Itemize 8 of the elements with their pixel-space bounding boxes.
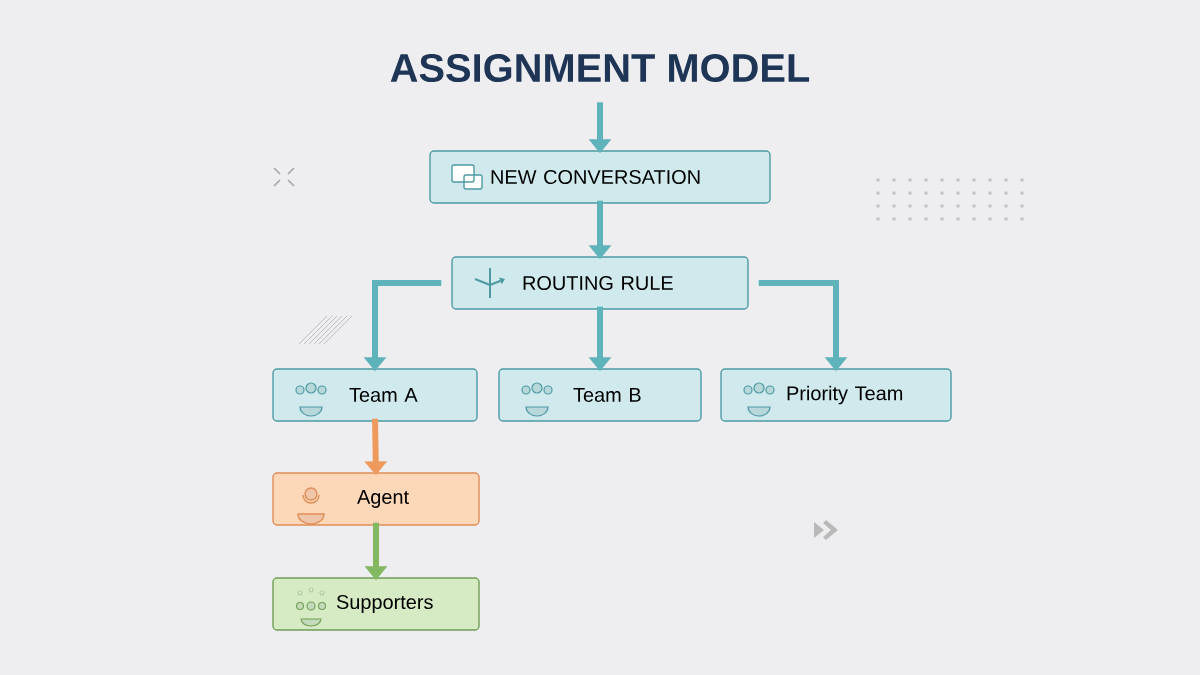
process-box: Agent [272,472,480,526]
process-box: Team B [498,368,702,422]
process-box: Priority Team [720,368,952,422]
title: ASSIGNMENT MODEL [390,53,810,83]
process-box: Team A [272,368,478,422]
process-box: Supporters [272,577,480,631]
process-box: NEW CONVERSATION [429,150,771,204]
process-box: ROUTING RULE [451,256,749,310]
